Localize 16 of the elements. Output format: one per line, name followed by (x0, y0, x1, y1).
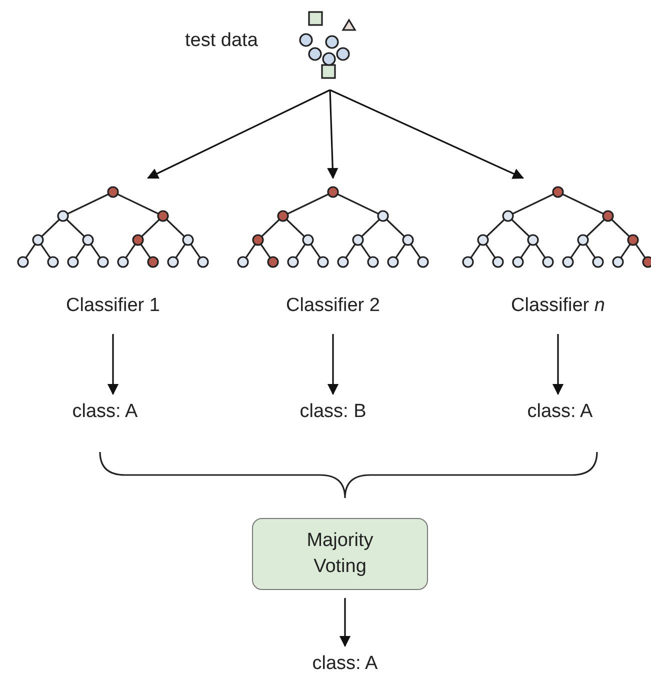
class-label: class: A (527, 401, 593, 423)
voting-box: Majority Voting (252, 518, 428, 590)
arrow (107, 334, 119, 396)
arrow (327, 334, 339, 396)
data-label: test data (185, 30, 258, 52)
class-label: class: B (300, 401, 366, 423)
classifier-label: Classifier 2 (285, 295, 381, 317)
arrow (552, 334, 564, 396)
classifier-label: Classifier n (510, 295, 606, 317)
arrow (327, 90, 338, 180)
classifier-label: Classifier 1 (65, 295, 161, 317)
arrow (339, 598, 351, 648)
arrow (330, 89, 524, 179)
class-label: class: A (72, 401, 138, 423)
class-label: class: A (312, 653, 378, 675)
arrow (147, 89, 330, 179)
